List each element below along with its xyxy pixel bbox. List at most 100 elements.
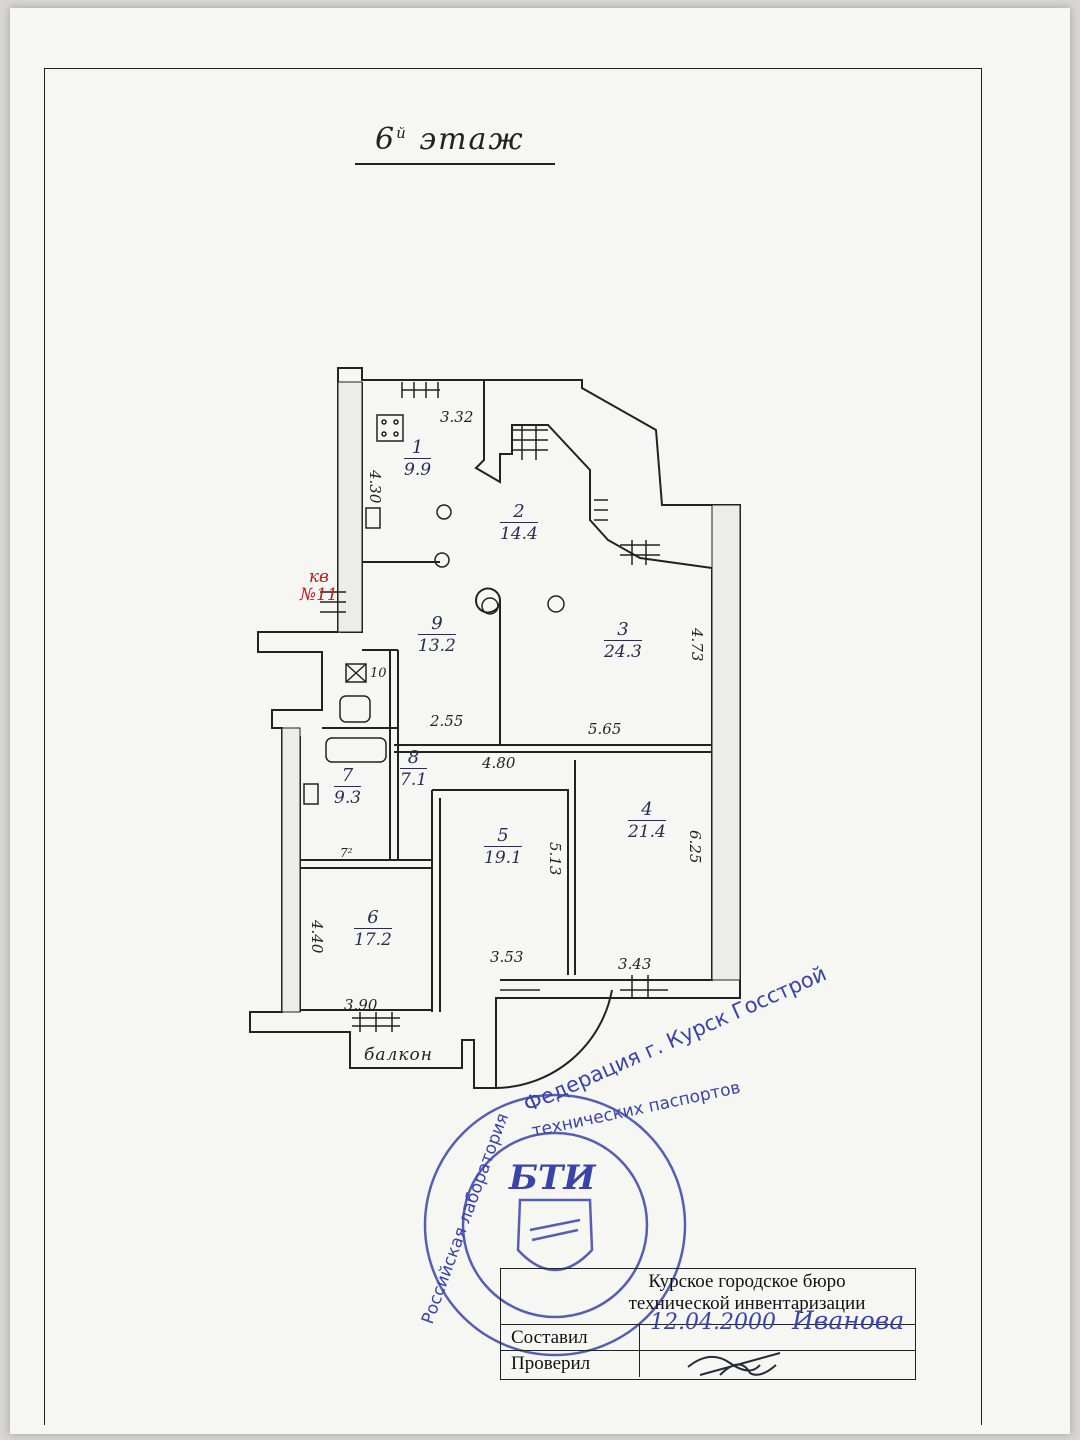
wall-hatch-room6 (281, 727, 301, 1013)
door-hinge (475, 587, 501, 614)
room-area: 19.1 (484, 848, 522, 868)
dimension: 4.40 (308, 920, 326, 954)
room-area: 9.3 (334, 788, 362, 808)
room-label-2: 2 14.4 (500, 502, 538, 545)
coat-of-arms-icon (516, 1198, 594, 1272)
title-block: Курское городское бюро технической инвен… (500, 1268, 916, 1380)
floor-title-number: 6 (375, 122, 397, 157)
sink-icon (365, 507, 381, 529)
room-label-7: 7 9.3 (334, 766, 362, 809)
dimension: 4.30 (366, 470, 384, 504)
window-room3 (620, 540, 660, 565)
room-number: 1 (404, 438, 432, 459)
room-number: 2 (500, 502, 538, 523)
room-area: 13.2 (418, 636, 456, 656)
dimension: 7² (340, 846, 353, 860)
room-label-8: 8 7.1 (400, 748, 428, 791)
window-room1 (401, 382, 440, 398)
compiled-row: Составил (501, 1324, 915, 1351)
stove-burner-icon (381, 419, 387, 425)
toilet-icon (339, 695, 371, 723)
wall-bath (389, 650, 399, 860)
dimension: 3.43 (618, 955, 652, 973)
room-area: 7.1 (400, 770, 428, 790)
ventilation-cross-icon (345, 663, 367, 683)
bathtub-icon (325, 737, 387, 763)
room-number: 6 (354, 908, 392, 929)
room-area: 14.4 (500, 524, 538, 544)
room-number: 9 (418, 614, 456, 635)
checked-label: Проверил (511, 1353, 591, 1374)
dimension: 6.25 (686, 830, 704, 864)
window-room4 (620, 975, 668, 998)
organization-line2: технической инвентаризации (628, 1293, 866, 1314)
room-label-10: 10 (370, 666, 387, 681)
dimension: 3.53 (490, 948, 524, 966)
wall-room6-top (300, 859, 432, 869)
room-number: 5 (484, 826, 522, 847)
dimension: 4.73 (688, 628, 706, 662)
checked-divider (639, 1351, 640, 1377)
room-label-1: 1 9.9 (404, 438, 432, 481)
bti-stamp (423, 1093, 687, 1357)
room-area: 21.4 (628, 822, 666, 842)
checked-row: Проверил (501, 1350, 915, 1377)
stamp-emblem-text: БТИ (509, 1158, 596, 1198)
stove-burner-icon (381, 431, 387, 437)
window-room2 (512, 425, 548, 460)
dimension: 2.55 (430, 712, 464, 730)
room-label-3: 3 24.3 (604, 620, 642, 663)
dimension: 5.13 (546, 842, 564, 876)
floor-title-word: этаж (419, 122, 525, 157)
apartment-label-line1: кв (308, 567, 329, 587)
room-number: 3 (604, 620, 642, 641)
riser-pipe-icon (434, 552, 450, 568)
apartment-label: кв №11 (300, 568, 338, 604)
washbasin-icon (303, 783, 319, 805)
room-label-9: 9 13.2 (418, 614, 456, 657)
dimension: 5.65 (588, 720, 622, 738)
ventilation-shaft-icon (345, 663, 367, 683)
riser-pipe-icon (481, 597, 499, 615)
compiled-divider (639, 1325, 640, 1351)
drawing-frame (44, 68, 982, 1425)
dimension: 3.32 (440, 408, 474, 426)
organization-line1: Курское городское бюро (648, 1271, 846, 1292)
inner-wall-right (362, 379, 713, 981)
window-room5 (500, 979, 540, 991)
room-area: 9.9 (404, 460, 432, 480)
window-room6 (352, 1012, 400, 1032)
wall-hatch-left (337, 381, 363, 633)
wall-5-6 (431, 790, 441, 1012)
stove-burner-icon (393, 431, 399, 437)
room-area: 24.3 (604, 642, 642, 662)
room-number: 7 (334, 766, 362, 787)
window-room2b (594, 499, 608, 521)
wall-corridor (394, 744, 712, 753)
outer-wall-line (249, 367, 741, 1089)
stamp-outer-ring (423, 1093, 687, 1357)
riser-pipe-icon (547, 595, 565, 613)
room-label-6: 6 17.2 (354, 908, 392, 951)
organization-name: Курское городское бюро технической инвен… (579, 1271, 915, 1315)
balcony-label: балкон (364, 1045, 433, 1065)
room-number: 4 (628, 800, 666, 821)
compiled-name: Иванова (792, 1306, 905, 1335)
wall-hatch-right (711, 504, 741, 981)
checker-signature (687, 1352, 781, 1376)
room-number: 8 (400, 748, 428, 769)
stove-icon (376, 414, 404, 442)
stove-burner-icon (393, 419, 399, 425)
compiled-date: 12.04.2000 (650, 1310, 776, 1335)
riser-pipe-icon (436, 504, 452, 520)
dimension: 4.80 (482, 754, 516, 772)
apartment-label-line2: №11 (300, 585, 338, 605)
floor-title-superscript: й (396, 124, 408, 142)
floor-title: 6й этаж (355, 122, 555, 165)
balcony-door-arc (495, 989, 613, 1089)
room-label-4: 4 21.4 (628, 800, 666, 843)
coat-of-arms-stripe-icon (529, 1218, 581, 1242)
room-label-5: 5 19.1 (484, 826, 522, 869)
document-sheet (10, 8, 1070, 1434)
